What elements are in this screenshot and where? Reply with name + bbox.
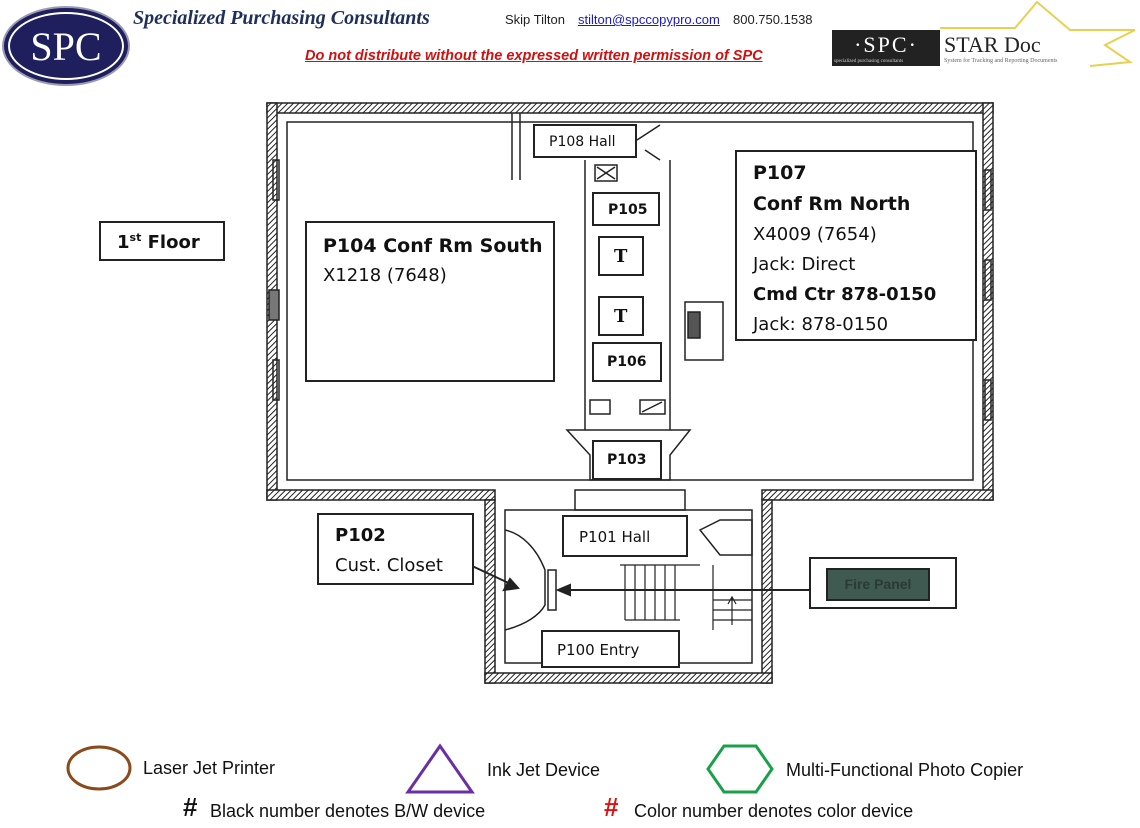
- legend-mfp: Multi-Functional Photo Copier: [786, 760, 1024, 780]
- room-label: P108 Hall: [549, 134, 616, 150]
- room-label: P106: [607, 354, 647, 370]
- room-label: P101 Hall: [579, 528, 651, 546]
- floor-plan-drawing: [266, 102, 994, 684]
- legend-inkjet: Ink Jet Device: [487, 760, 601, 780]
- star-doc-subtitle: System for Tracking and Reporting Docume…: [944, 58, 1058, 64]
- contact-name: Skip Tilton: [505, 12, 565, 27]
- email-link[interactable]: stilton@spccopypro.com: [578, 12, 720, 27]
- room-p106[interactable]: P106: [592, 342, 662, 382]
- jack-info: Jack: Direct: [753, 254, 856, 275]
- legend-bw: Black number denotes B/W device: [210, 801, 486, 821]
- company-name: Specialized Purchasing Consultants: [133, 7, 430, 29]
- room-p107[interactable]: P107 Conf Rm North X4009 (7654) Jack: Di…: [735, 150, 977, 341]
- star-doc-title: STAR Doc: [944, 32, 1041, 57]
- room-extension: X1218 (7648): [323, 265, 447, 286]
- star-logo-left: ·SPC·: [854, 32, 918, 57]
- copier-icon: [706, 744, 774, 794]
- toilet-icon: T: [614, 306, 628, 327]
- room-p100[interactable]: P100 Entry: [541, 630, 680, 668]
- room-p101[interactable]: P101 Hall: [562, 515, 688, 557]
- inkjet-icon: [405, 743, 475, 794]
- restroom-1: T: [598, 236, 644, 276]
- room-label: P103: [607, 452, 647, 468]
- room-p102[interactable]: P102 Cust. Closet: [317, 513, 474, 585]
- jack-info: Jack: 878-0150: [753, 314, 889, 335]
- legend-icons: [66, 743, 774, 794]
- room-p103[interactable]: P103: [592, 440, 662, 480]
- spc-logo-text: SPC: [8, 12, 124, 80]
- fire-panel-box: Fire Panel: [809, 557, 957, 609]
- room-title: P104 Conf Rm South: [323, 235, 543, 257]
- room-title: Conf Rm North: [753, 193, 911, 215]
- bw-number-symbol: #: [183, 792, 198, 822]
- room-p105[interactable]: P105: [592, 192, 660, 226]
- floor-suffix: st: [129, 231, 142, 244]
- phone-number: 800.750.1538: [733, 12, 813, 27]
- star-doc-logo: ·SPC· specialized purchasing consultants: [832, 30, 940, 66]
- floor-number: 1: [117, 232, 130, 253]
- laser-printer-icon: [66, 745, 132, 791]
- room-title: Cust. Closet: [335, 555, 443, 576]
- room-id: P102: [335, 525, 386, 546]
- floor-label-box: 1st Floor: [99, 221, 225, 261]
- toilet-icon: T: [614, 246, 628, 267]
- legend-color: Color number denotes color device: [634, 801, 914, 821]
- room-extension: X4009 (7654): [753, 224, 877, 245]
- command-center-info: Cmd Ctr 878-0150: [753, 284, 937, 305]
- spc-logo: SPC: [2, 6, 130, 86]
- room-p108[interactable]: P108 Hall: [533, 124, 637, 158]
- distribution-warning: Do not distribute without the expressed …: [305, 48, 763, 64]
- room-label: P105: [608, 202, 648, 218]
- room-label: P100 Entry: [557, 641, 640, 659]
- room-p104[interactable]: P104 Conf Rm South X1218 (7648): [305, 221, 555, 382]
- color-number-symbol: #: [604, 792, 619, 822]
- fire-panel: Fire Panel: [826, 568, 930, 601]
- star-outline-icon: [940, 0, 1136, 67]
- floor-word: Floor: [147, 232, 200, 253]
- restroom-2: T: [598, 296, 644, 336]
- legend-laser: Laser Jet Printer: [143, 758, 276, 778]
- star-logo-tag: specialized purchasing consultants: [834, 59, 904, 64]
- room-id: P107: [753, 162, 807, 184]
